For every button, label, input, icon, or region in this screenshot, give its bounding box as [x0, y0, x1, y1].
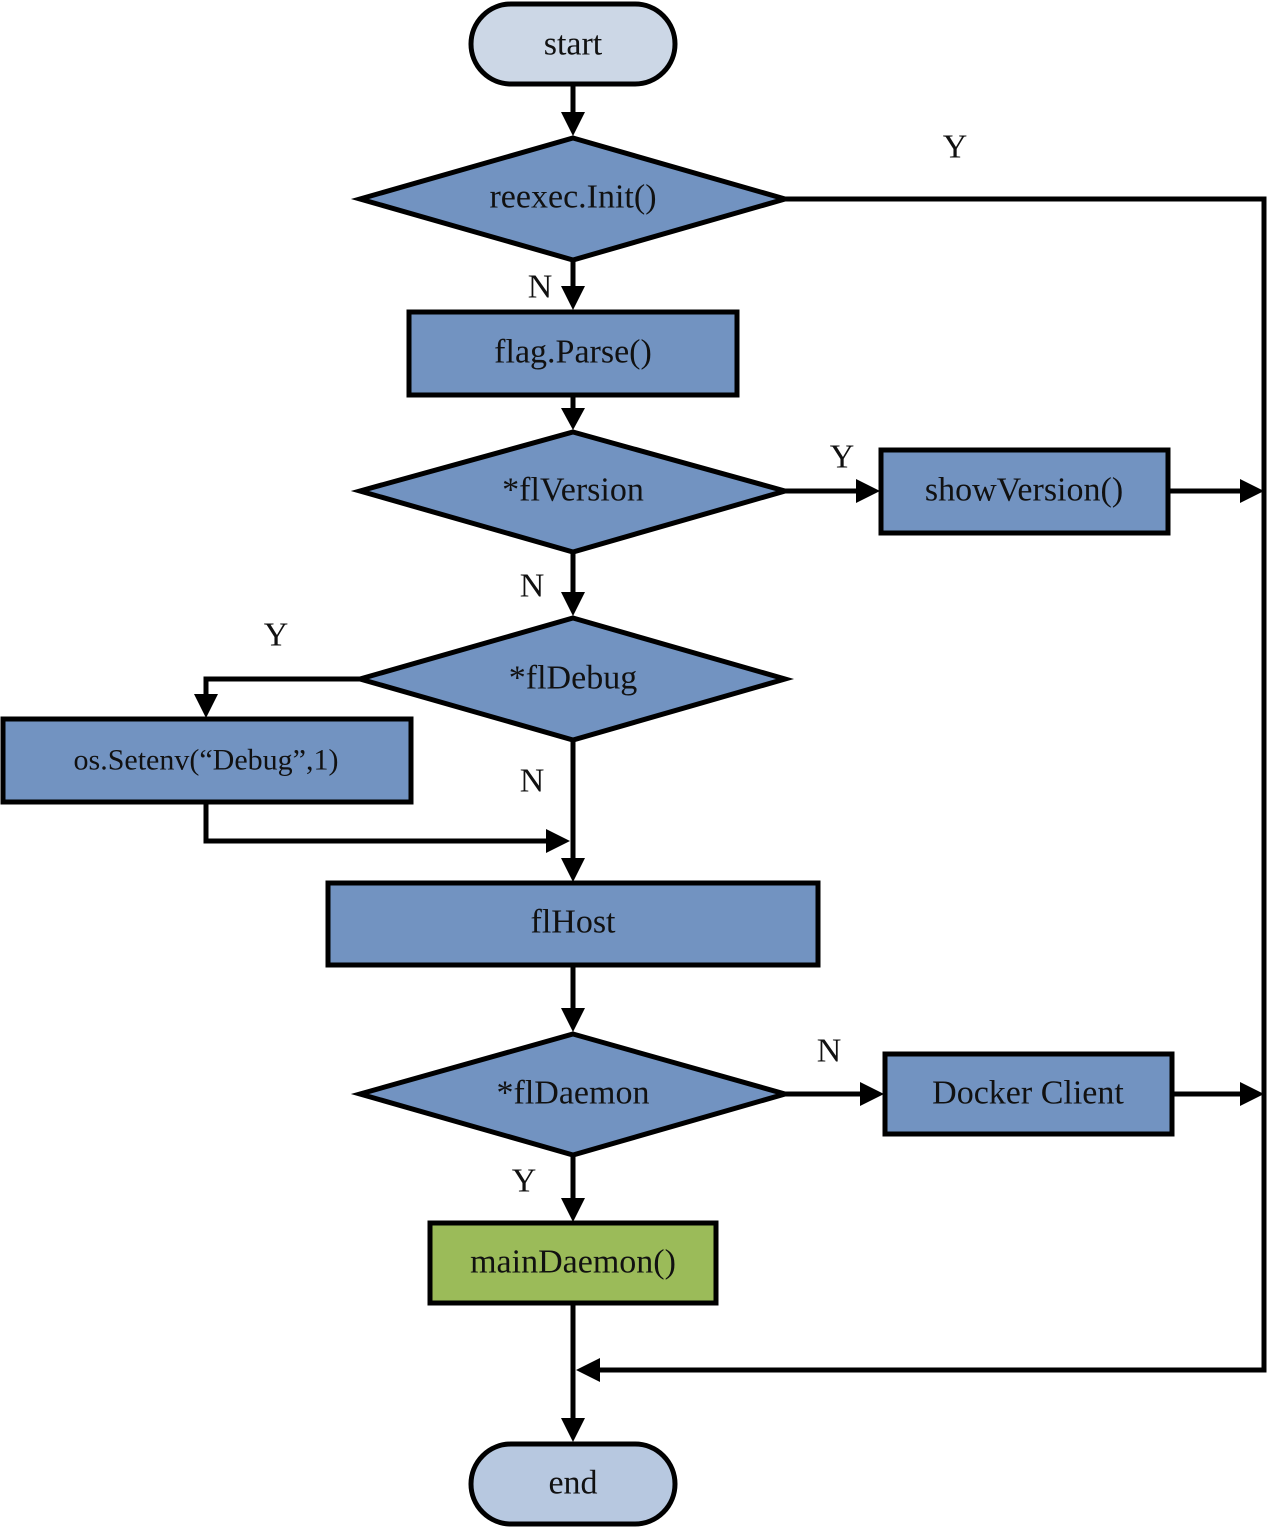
docker-client-process: Docker Client [882, 1051, 1175, 1137]
connectors [194, 86, 1267, 1442]
reexec-yes-label: Y [943, 129, 968, 166]
fl-debug-diamond [350, 615, 795, 743]
show-version-label: showVersion() [925, 472, 1123, 509]
arrowhead [561, 408, 585, 430]
arrowhead [561, 112, 585, 136]
docker-client-label: Docker Client [932, 1075, 1124, 1112]
end-terminal [468, 1441, 678, 1527]
start-node: start [468, 1, 678, 87]
arrowhead [576, 1358, 600, 1382]
debug-yes-label: Y [264, 617, 289, 654]
fl-debug-label: *flDebug [509, 660, 637, 697]
os-setenv-process: os.Setenv(“Debug”,1) [0, 716, 414, 805]
show-version-process: showVersion() [878, 447, 1171, 536]
fl-version-label: *flVersion [502, 472, 644, 509]
arrowhead [561, 286, 585, 310]
fl-daemon-diamond [350, 1031, 795, 1158]
os-setenv-label: os.Setenv(“Debug”,1) [74, 744, 339, 777]
fl-version-diamond [350, 429, 795, 555]
fl-host-process: flHost [325, 880, 821, 968]
main-daemon-box [427, 1220, 719, 1306]
fl-debug-decision: *flDebug [350, 615, 795, 743]
arrowhead [561, 858, 585, 882]
edge-setenv-to-merge [203, 802, 550, 844]
daemon-yes-label: Y [512, 1163, 537, 1200]
arrowhead [856, 479, 880, 503]
end-node: end [468, 1441, 678, 1527]
reexec-init-label: reexec.Init() [489, 179, 656, 216]
edge-right-bus [598, 196, 1267, 1373]
fl-version-decision: *flVersion [350, 429, 795, 555]
reexec-init-decision: reexec.Init() [350, 135, 795, 263]
debug-no-label: N [520, 763, 545, 800]
arrowhead [561, 1198, 585, 1222]
arrowhead [546, 829, 570, 853]
arrowhead [860, 1082, 884, 1106]
edge-debug-to-setenv [203, 676, 360, 698]
reexec-init-diamond [350, 135, 795, 263]
version-no-label: N [520, 568, 545, 605]
arrowhead [194, 694, 218, 718]
fl-host-box [325, 880, 821, 968]
main-daemon-label: mainDaemon() [470, 1244, 676, 1281]
flag-parse-label: flag.Parse() [494, 334, 652, 371]
main-daemon-process: mainDaemon() [427, 1220, 719, 1306]
arrowhead [1240, 479, 1264, 503]
flag-parse-process: flag.Parse() [406, 309, 740, 398]
daemon-no-label: N [817, 1033, 842, 1070]
reexec-no-label: N [528, 269, 553, 306]
start-terminal [468, 1, 678, 87]
arrowhead [1240, 1082, 1264, 1106]
edge-labels: Y N Y N Y N N Y [264, 129, 968, 1200]
flag-parse-box [406, 309, 740, 398]
fl-daemon-decision: *flDaemon [350, 1031, 795, 1158]
docker-client-box [882, 1051, 1175, 1137]
fl-daemon-label: *flDaemon [497, 1075, 650, 1112]
start-label: start [544, 26, 603, 63]
os-setenv-box [0, 716, 414, 805]
fl-host-label: flHost [531, 904, 617, 941]
arrowhead [561, 1418, 585, 1442]
version-yes-label: Y [830, 439, 855, 476]
show-version-box [878, 447, 1171, 536]
end-label: end [548, 1465, 597, 1502]
arrowhead [561, 1008, 585, 1032]
arrowhead [561, 592, 585, 616]
